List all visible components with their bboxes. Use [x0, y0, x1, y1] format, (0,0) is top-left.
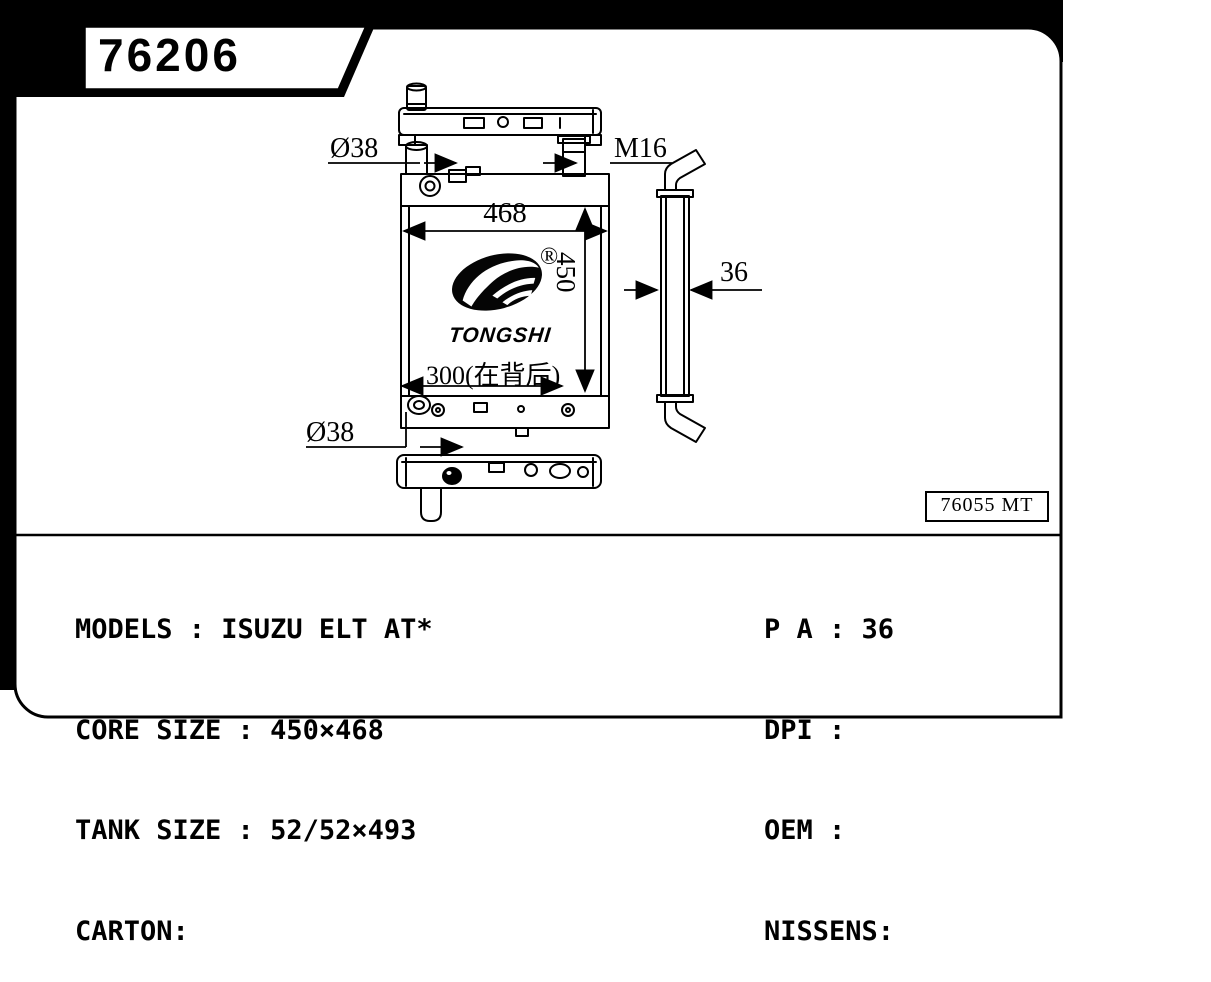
- ref-code: 76055 MT: [940, 494, 1034, 516]
- registered-trademark-icon: ®: [540, 244, 559, 270]
- tongshi-logo-icon: [452, 253, 542, 311]
- spec-nissens: NISSENS:: [764, 915, 895, 947]
- technical-drawing: [0, 0, 1063, 719]
- dim-label-thickness: 36: [720, 257, 748, 288]
- radiator-front-view: [400, 166, 610, 437]
- spec-tank-size: TANK SIZE : 52/52×493: [75, 815, 417, 846]
- dimension-lines: [306, 153, 762, 457]
- dim-label-top-inlet: Ø38: [330, 133, 379, 164]
- radiator-side-view: [656, 149, 706, 443]
- radiator-top-view: [398, 82, 602, 146]
- part-number: 76206: [98, 29, 241, 81]
- spec-models: MODELS : ISUZU ELT AT*: [75, 614, 433, 645]
- spec-pa: P A : 36: [764, 614, 895, 645]
- spec-core-size: CORE SIZE : 450×468: [75, 714, 384, 746]
- spec-column-left: MODELS : ISUZU ELT AT* CORE SIZE : 450×4…: [75, 546, 433, 982]
- part-number-plate: [0, 0, 386, 97]
- brand-name: TONGSHI: [447, 324, 553, 347]
- ref-code-box: [925, 491, 1049, 522]
- dim-label-filler-thread: M16: [614, 133, 667, 164]
- page-frame: [0, 0, 1063, 719]
- radiator-bottom-view: [396, 454, 602, 522]
- spec-oem: OEM :: [764, 815, 846, 846]
- spec-carton: CARTON:: [75, 915, 189, 947]
- catalog-page: { "page": { "part_number": "76206", "ref…: [0, 0, 1063, 947]
- spec-dpi: DPI :: [764, 714, 846, 746]
- spec-column-right: P A : 36 DPI : OEM : NISSENS:: [764, 546, 894, 982]
- dim-label-bottom-outlet: Ø38: [306, 417, 355, 448]
- dim-label-rear-offset: 300(在背后): [426, 361, 561, 390]
- dim-label-core-width: 468: [483, 197, 527, 229]
